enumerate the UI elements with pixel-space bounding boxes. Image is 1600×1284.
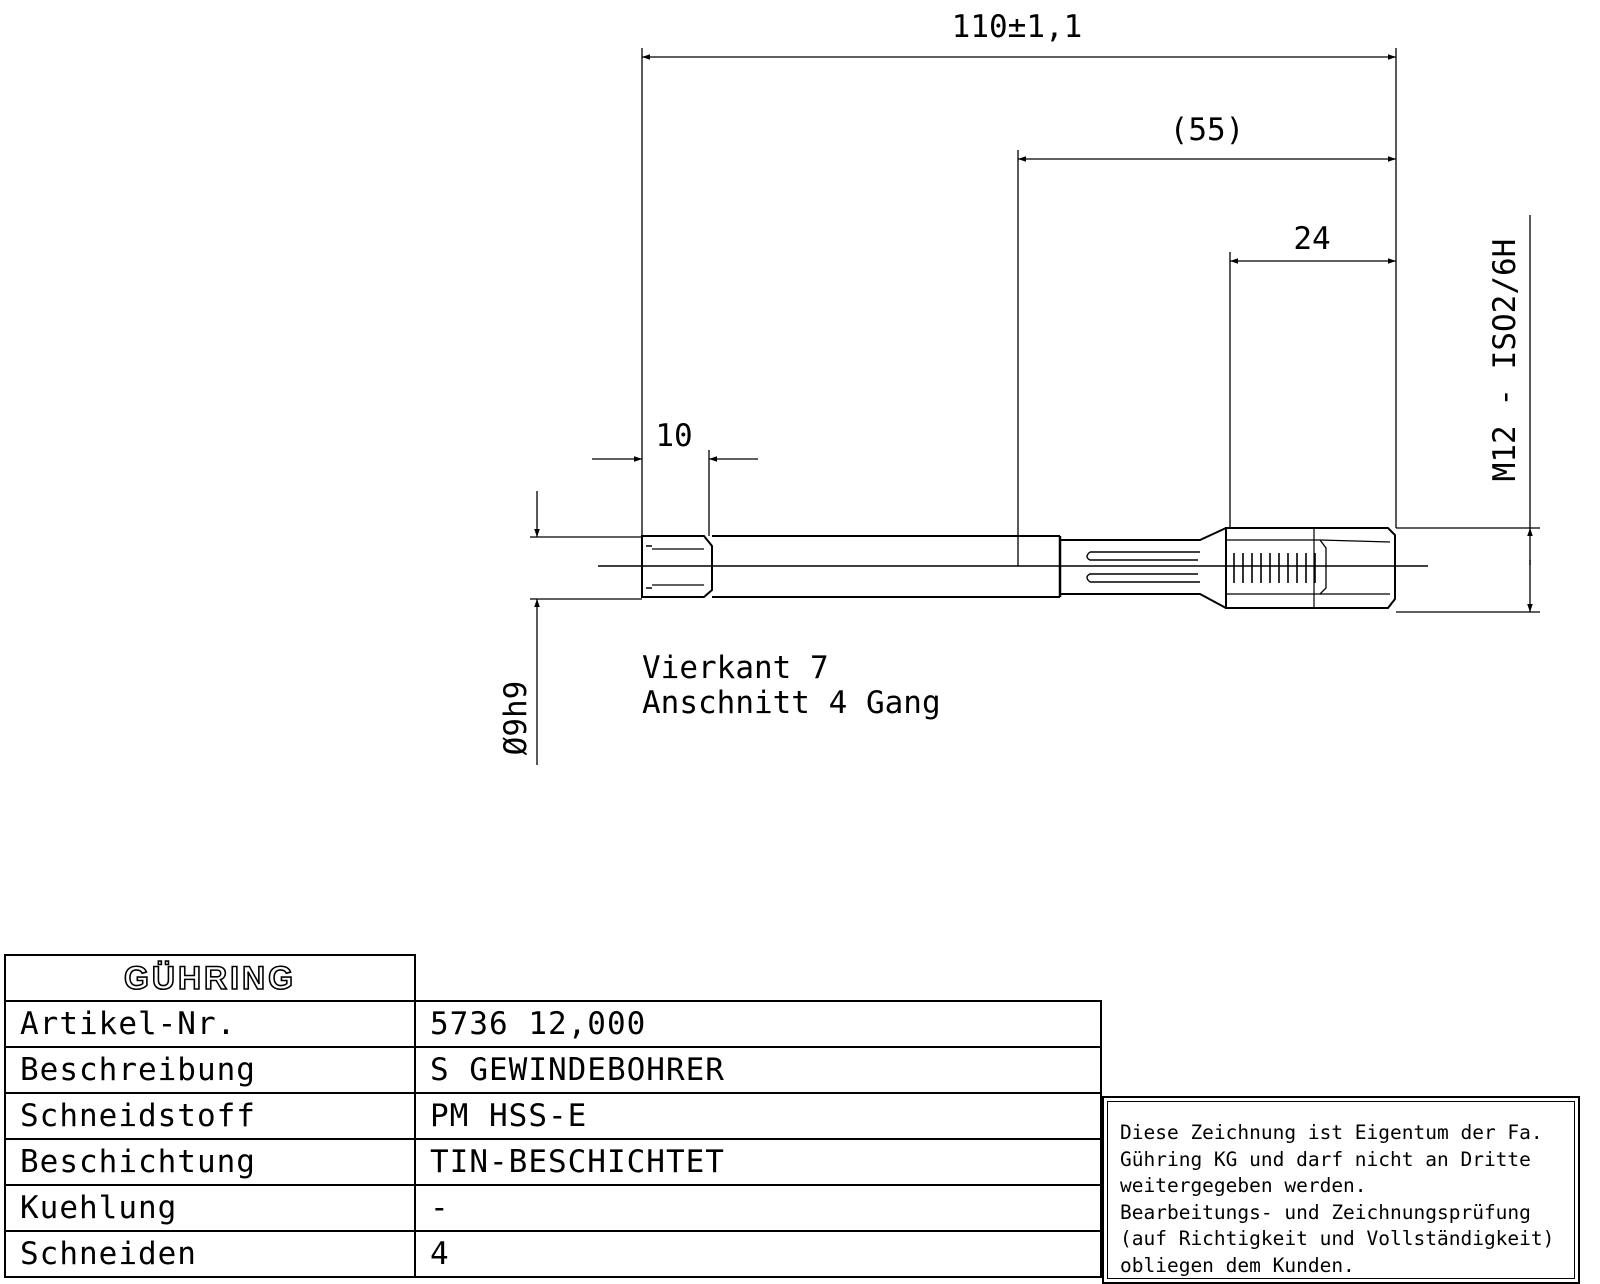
row-label: Schneidstoff — [4, 1092, 416, 1140]
ownership-notice: Diese Zeichnung ist Eigentum der Fa. Güh… — [1102, 1096, 1580, 1284]
title-block-row: Schneidstoff PM HSS-E — [4, 1092, 1102, 1140]
title-block-row: Schneiden 4 — [4, 1230, 1102, 1278]
title-block-row: Kuehlung - — [4, 1184, 1102, 1232]
title-block-row: Beschreibung S GEWINDEBOHRER — [4, 1046, 1102, 1094]
row-label: Schneiden — [4, 1230, 416, 1278]
dim-thread-spec: M12 - ISO2/6H — [1487, 239, 1523, 482]
row-value: - — [414, 1184, 1102, 1232]
empty-cell — [415, 955, 1101, 1001]
dim-thread-length: 24 — [1293, 221, 1330, 257]
dimension-lines — [534, 54, 1533, 765]
row-label: Beschreibung — [4, 1046, 416, 1094]
dim-shank-length: (55) — [1170, 112, 1245, 148]
title-block-row: Beschichtung TIN-BESCHICHTET — [4, 1138, 1102, 1186]
row-value: PM HSS-E — [414, 1092, 1102, 1140]
logo-cell: GÜHRING — [4, 954, 416, 1002]
note-chamfer: Anschnitt 4 Gang — [642, 685, 941, 721]
tap-tool-outline — [598, 527, 1428, 609]
title-block-logo-row: GÜHRING — [4, 954, 1101, 1002]
row-value: 5736 12,000 — [414, 1000, 1102, 1048]
guehring-logo: GÜHRING — [123, 959, 297, 997]
row-label: Beschichtung — [4, 1138, 416, 1186]
ownership-notice-text: Diese Zeichnung ist Eigentum der Fa. Güh… — [1107, 1101, 1575, 1279]
row-label: Artikel-Nr. — [4, 1000, 416, 1048]
row-value: 4 — [414, 1230, 1102, 1278]
extension-lines — [530, 48, 1540, 613]
title-block: GÜHRING Artikel-Nr. 5736 12,000 Beschrei… — [4, 954, 1102, 1278]
row-value: TIN-BESCHICHTET — [414, 1138, 1102, 1186]
thread-ticks — [1233, 553, 1316, 583]
title-block-row: Artikel-Nr. 5736 12,000 — [4, 1000, 1102, 1048]
dim-overall-length: 110±1,1 — [952, 9, 1083, 45]
row-value: S GEWINDEBOHRER — [414, 1046, 1102, 1094]
dim-square-length: 10 — [655, 418, 692, 454]
note-square: Vierkant 7 — [642, 650, 829, 686]
row-label: Kuehlung — [4, 1184, 416, 1232]
dim-shank-diameter: Ø9h9 — [498, 681, 534, 756]
